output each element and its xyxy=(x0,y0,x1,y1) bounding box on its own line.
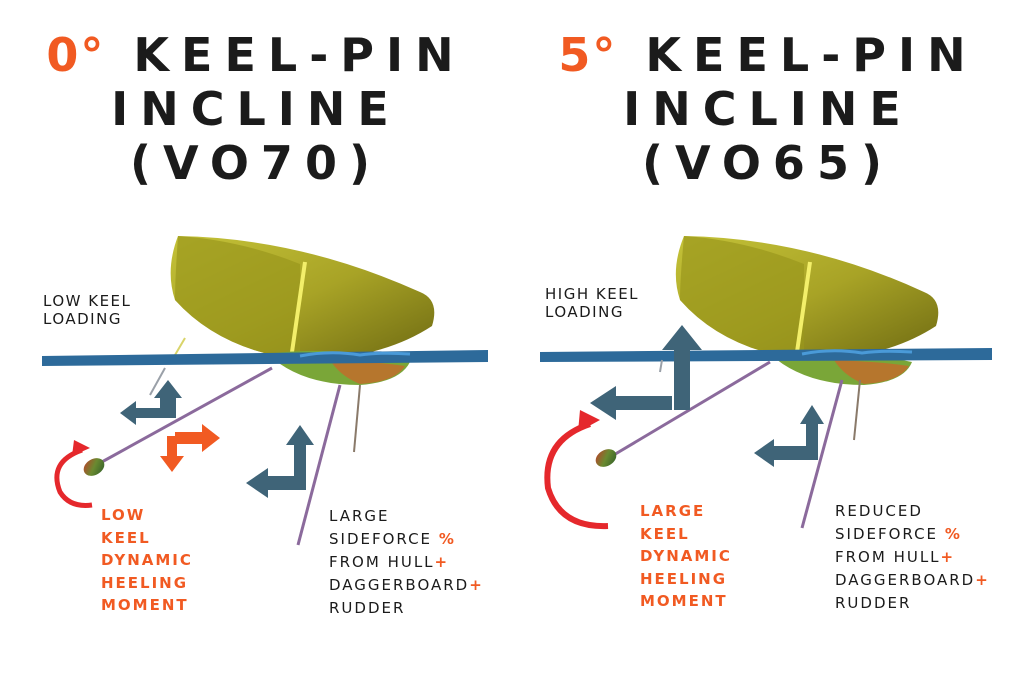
daggerboard xyxy=(353,384,361,453)
hull-edge xyxy=(290,261,307,353)
title-line-3: (VO70) xyxy=(130,136,382,190)
heeling-moment-label: LOW KEEL DYNAMIC HEELING MOMENT xyxy=(101,506,193,614)
title-line-2: INCLINE xyxy=(111,82,401,136)
title-degree: 5° xyxy=(558,28,618,82)
panel-vo70: 0° KEEL-PIN INCLINE (VO70) xyxy=(0,28,512,617)
heeling-moment-label: LARGE KEEL DYNAMIC HEELING MOMENT xyxy=(640,502,732,610)
hull-edge xyxy=(795,261,812,353)
moment-arc xyxy=(54,447,93,508)
waterline xyxy=(540,348,992,362)
keel-force-arrows xyxy=(590,325,702,420)
keel-bulb xyxy=(595,449,617,467)
title-line-1: KEEL-PIN xyxy=(133,28,466,82)
title-line-3: (VO65) xyxy=(642,136,894,190)
strut xyxy=(149,367,166,396)
sideforce-arrows xyxy=(754,405,824,467)
hull-side xyxy=(680,236,804,360)
keel-fin xyxy=(99,366,273,465)
title-degree: 0° xyxy=(46,28,106,82)
sideforce-label: REDUCED SIDEFORCE % FROM HULL+ DAGGERBOA… xyxy=(835,502,990,612)
boat-diagram xyxy=(42,236,488,546)
moment-arc xyxy=(544,421,609,530)
keel-fin xyxy=(611,360,771,458)
sideforce-label: LARGE SIDEFORCE % FROM HULL+ DAGGERBOARD… xyxy=(329,507,484,617)
keel-loading-label: HIGH KEEL LOADING xyxy=(545,285,640,321)
rudder xyxy=(800,379,844,529)
daggerboard xyxy=(853,379,861,441)
panel-vo65: 5° KEEL-PIN INCLINE (VO65) xyxy=(512,0,1024,683)
keel-force-arrows xyxy=(120,380,182,425)
sideforce-arrows xyxy=(246,425,314,498)
daggerboard-foil xyxy=(174,337,186,356)
strut xyxy=(659,359,663,373)
boat-diagram xyxy=(540,236,992,530)
hull-side xyxy=(175,236,300,360)
rudder xyxy=(296,384,342,546)
keel-bulb xyxy=(83,458,105,476)
panel-title: 0° KEEL-PIN INCLINE (VO70) xyxy=(0,28,512,190)
title-line-1: KEEL-PIN xyxy=(645,28,978,82)
panel-title: 5° KEEL-PIN INCLINE (VO65) xyxy=(512,28,1024,190)
title-line-2: INCLINE xyxy=(623,82,913,136)
dynamic-arrows xyxy=(160,424,220,472)
keel-loading-label: LOW KEEL LOADING xyxy=(43,292,132,328)
